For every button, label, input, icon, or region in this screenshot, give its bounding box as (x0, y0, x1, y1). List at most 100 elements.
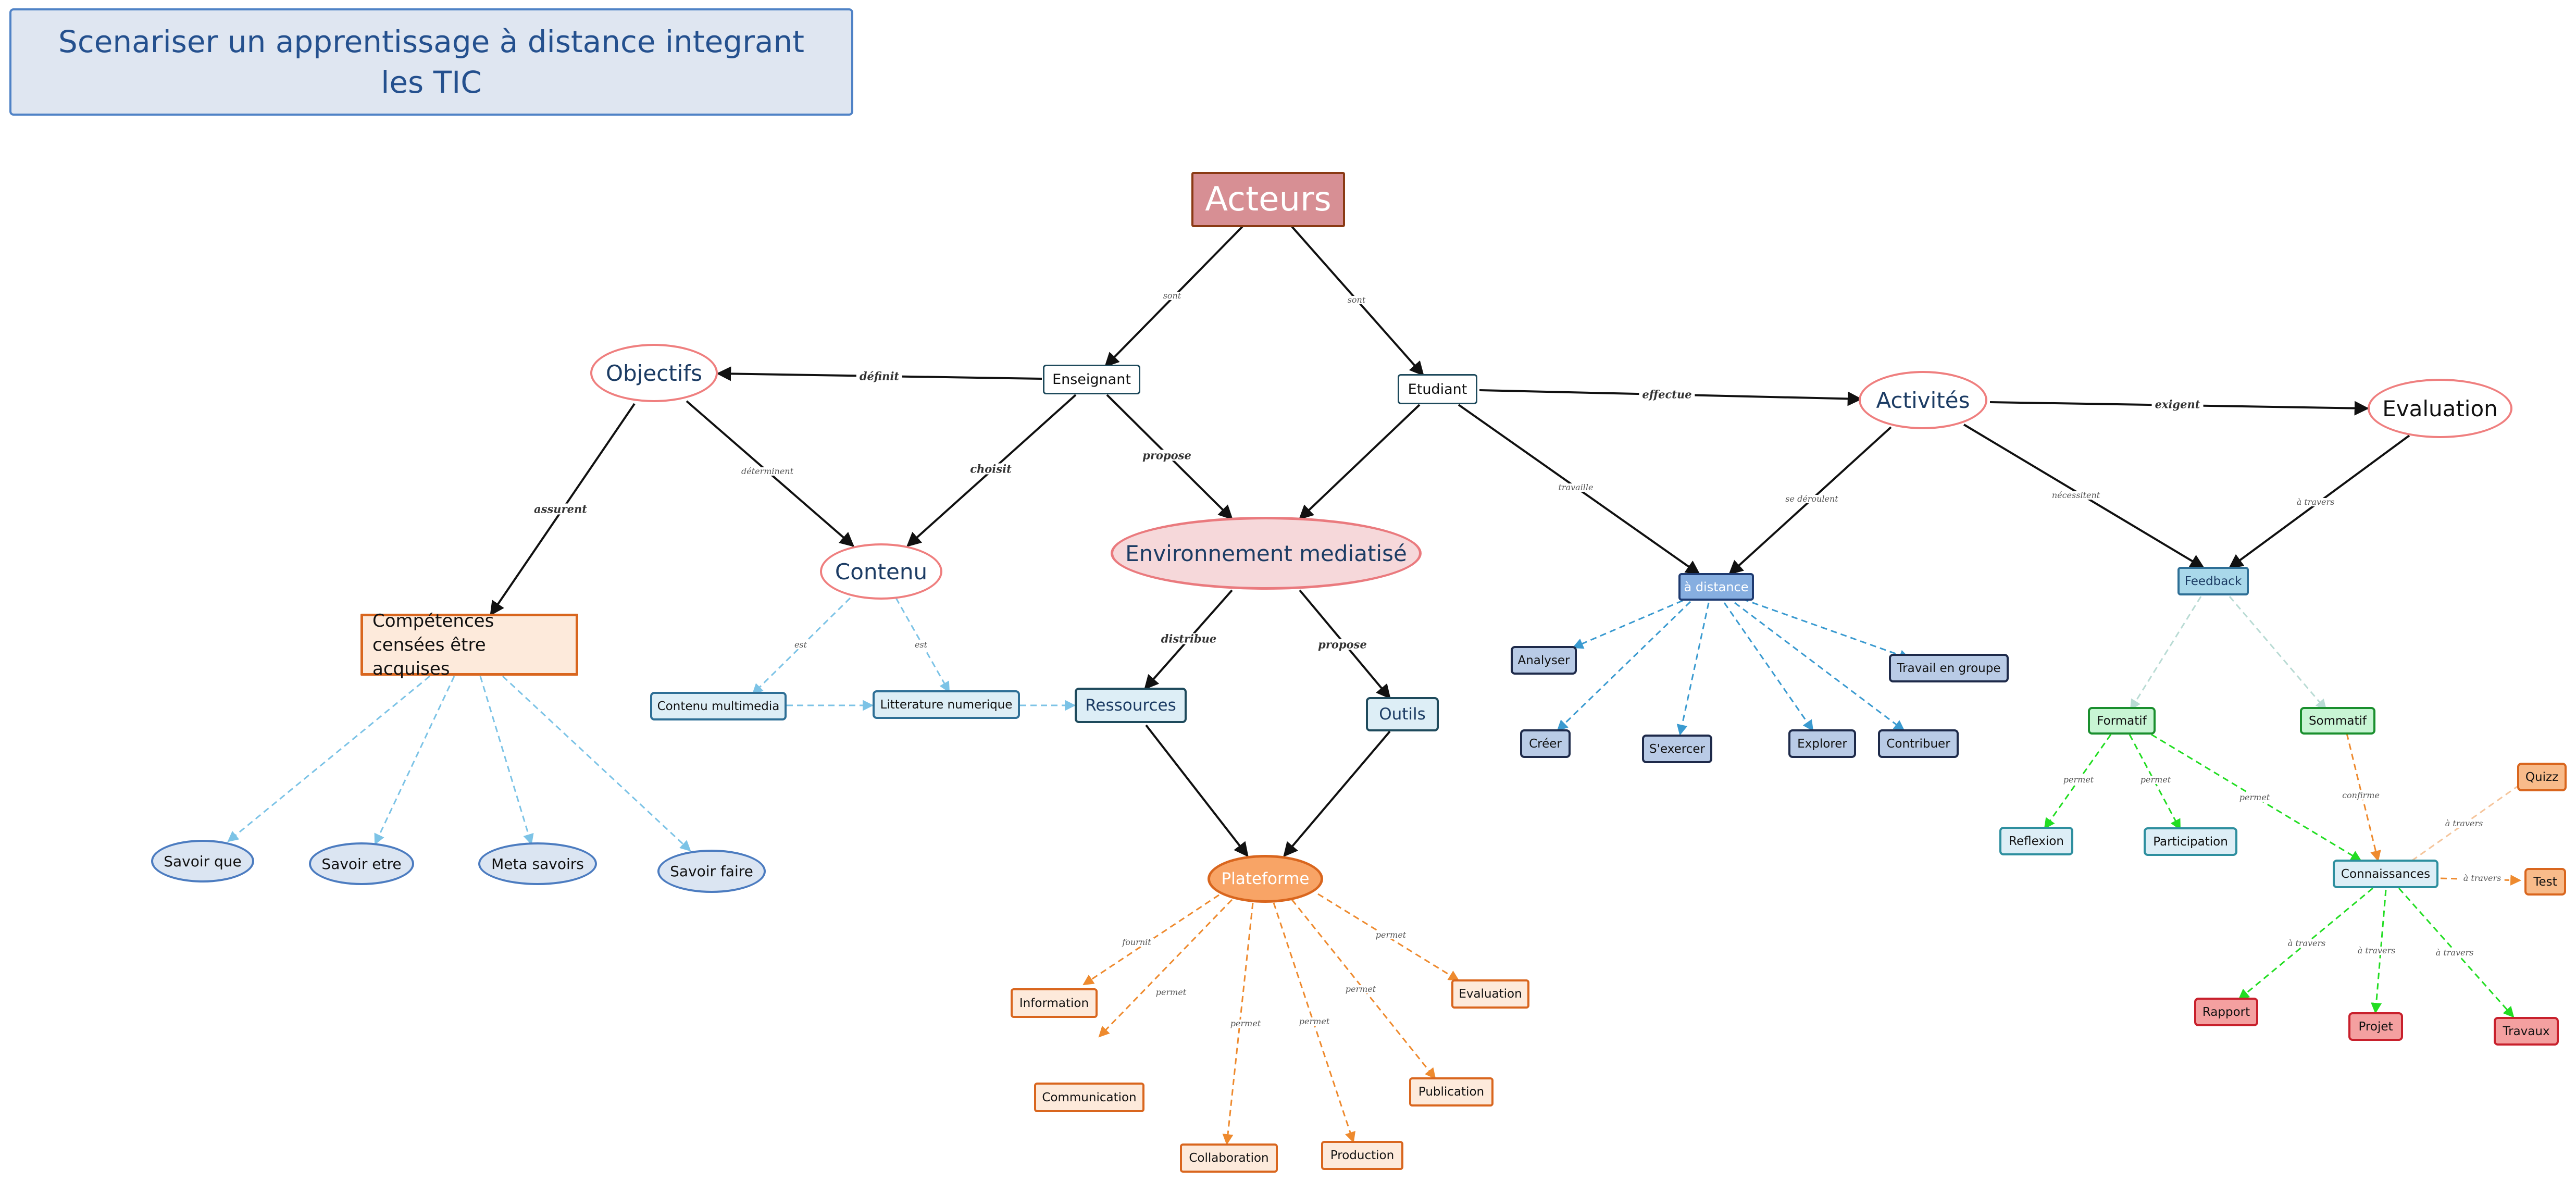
edge-adistance-explorer (1723, 602, 1814, 731)
edge-adistance-travail (1742, 598, 1910, 661)
edge-competences-savoirfaire (502, 675, 691, 852)
node-contenu-multimedia[interactable]: Contenu multimedia (650, 692, 787, 720)
label-confirme: confirme (2339, 791, 2383, 800)
node-quizz[interactable]: Quizz (2517, 763, 2567, 791)
label-effectue: effectue (1639, 389, 1695, 400)
node-collaboration[interactable]: Collaboration (1180, 1143, 1278, 1173)
label-est-1: est (791, 641, 811, 649)
edge-outils-plateforme (1283, 730, 1391, 857)
label-permet-collab: permet (1227, 1020, 1264, 1028)
label-permet-part: permet (2137, 776, 2174, 784)
node-travail-groupe[interactable]: Travail en groupe (1889, 654, 2009, 682)
node-information[interactable]: Information (1011, 988, 1098, 1018)
label-a-travers-eval: à travers (2293, 498, 2338, 506)
dashed-lightblue-edges (227, 597, 1076, 852)
node-participation[interactable]: Participation (2144, 827, 2237, 856)
edge-competences-metasavoirs (479, 676, 534, 846)
edge-feedback-formatif (2130, 596, 2202, 711)
label-a-travers-rapport: à travers (2284, 939, 2329, 948)
label-exigent: exigent (2151, 399, 2204, 410)
node-travaux[interactable]: Travaux (2494, 1017, 2559, 1046)
label-necessitent: nécessitent (2048, 491, 2104, 500)
node-activites[interactable]: Activités (1859, 371, 1987, 429)
node-etudiant[interactable]: Etudiant (1398, 374, 1477, 404)
node-evaluation[interactable]: Evaluation (2368, 379, 2512, 438)
node-contribuer[interactable]: Contribuer (1878, 729, 1959, 758)
node-competences[interactable]: Compétences censées être acquises (360, 611, 578, 679)
label-est-2: est (911, 641, 931, 649)
node-savoir-etre[interactable]: Savoir etre (309, 842, 414, 885)
label-a-travers-travaux: à travers (2432, 949, 2477, 957)
label-choisit: choisit (967, 463, 1015, 475)
label-assurent: assurent (531, 503, 590, 515)
edge-plateforme-information (1082, 894, 1219, 986)
label-travaille: travaille (1555, 483, 1597, 492)
node-contenu[interactable]: Contenu (820, 543, 942, 600)
node-creer[interactable]: Créer (1520, 729, 1571, 758)
edge-connaissances-test (2440, 875, 2522, 886)
label-a-travers-test: à travers (2460, 874, 2505, 882)
label-propose-2: propose (1315, 639, 1370, 650)
label-sont-1: sont (1160, 292, 1185, 300)
edge-plateforme-communication (1098, 899, 1233, 1038)
edge-adistance-contribuer (1734, 602, 1905, 731)
node-objectifs[interactable]: Objectifs (590, 344, 718, 402)
dashed-blue-edges (1557, 598, 1910, 736)
map-title: Scenariser un apprentissage à distance i… (9, 8, 853, 116)
edge-plateforme-evaluation (1317, 893, 1460, 981)
node-feedback[interactable]: Feedback (2177, 567, 2249, 595)
label-permet-prod: permet (1296, 1017, 1333, 1026)
edge-etudiant-environnement (1298, 404, 1421, 520)
node-a-distance[interactable]: à distance (1678, 573, 1754, 601)
node-enseignant[interactable]: Enseignant (1043, 365, 1140, 394)
node-production[interactable]: Production (1321, 1141, 1403, 1170)
label-distribue: distribue (1158, 633, 1220, 644)
dashed-green-edges (2044, 734, 2515, 1018)
edge-competences-savoirque (227, 675, 430, 842)
edge-plateforme-publication (1291, 899, 1436, 1079)
label-permet-eval: permet (1372, 931, 1410, 939)
edge-adistance-analyser (1572, 600, 1683, 649)
dashed-pale-edges (2130, 596, 2327, 711)
node-savoir-que[interactable]: Savoir que (151, 840, 254, 882)
node-rapport[interactable]: Rapport (2194, 998, 2258, 1026)
label-sont-2: sont (1344, 296, 1369, 304)
node-projet[interactable]: Projet (2348, 1012, 2403, 1041)
label-permet-pub: permet (1342, 985, 1379, 993)
label-permet-conn: permet (2236, 793, 2273, 802)
node-connaissances[interactable]: Connaissances (2333, 860, 2438, 888)
edge-adistance-sexercer (1676, 602, 1710, 736)
node-reflexion[interactable]: Reflexion (1999, 827, 2073, 855)
label-determinent: déterminent (738, 467, 797, 476)
node-acteurs[interactable]: Acteurs (1191, 172, 1345, 227)
node-test[interactable]: Test (2524, 868, 2566, 896)
node-analyser[interactable]: Analyser (1511, 646, 1577, 675)
edge-competences-savoiretre (374, 676, 455, 845)
node-explorer[interactable]: Explorer (1788, 729, 1856, 758)
node-savoir-faire[interactable]: Savoir faire (657, 850, 766, 893)
solid-edges (490, 226, 2410, 857)
label-permet-comm: permet (1152, 988, 1190, 997)
label-fournit: fournit (1119, 938, 1154, 947)
node-publication[interactable]: Publication (1409, 1077, 1494, 1107)
node-sexercer[interactable]: S'exercer (1642, 735, 1712, 763)
label-definit: définit (856, 370, 903, 382)
node-formatif[interactable]: Formatif (2088, 707, 2156, 735)
node-litterature[interactable]: Litterature numerique (873, 690, 1020, 719)
label-permet-refl: permet (2060, 776, 2097, 784)
node-communication[interactable]: Communication (1034, 1083, 1144, 1112)
label-a-travers-quizz: à travers (2442, 819, 2486, 828)
node-evaluation-box[interactable]: Evaluation (1451, 979, 1529, 1009)
edge-formatif-connaissances (2151, 734, 2362, 862)
label-propose-1: propose (1139, 450, 1194, 461)
label-a-travers-projet: à travers (2354, 947, 2399, 955)
node-environnement[interactable]: Environnement mediatisé (1111, 517, 1422, 590)
node-sommatif[interactable]: Sommatif (2300, 707, 2375, 735)
edge-plateforme-collaboration (1222, 902, 1254, 1146)
node-plateforme[interactable]: Plateforme (1208, 855, 1323, 903)
node-meta-savoirs[interactable]: Meta savoirs (478, 842, 597, 885)
edge-feedback-sommatif (2229, 596, 2327, 711)
node-outils[interactable]: Outils (1366, 697, 1439, 731)
label-se-deroulent: se déroulent (1782, 495, 1841, 503)
node-ressources[interactable]: Ressources (1075, 688, 1187, 723)
